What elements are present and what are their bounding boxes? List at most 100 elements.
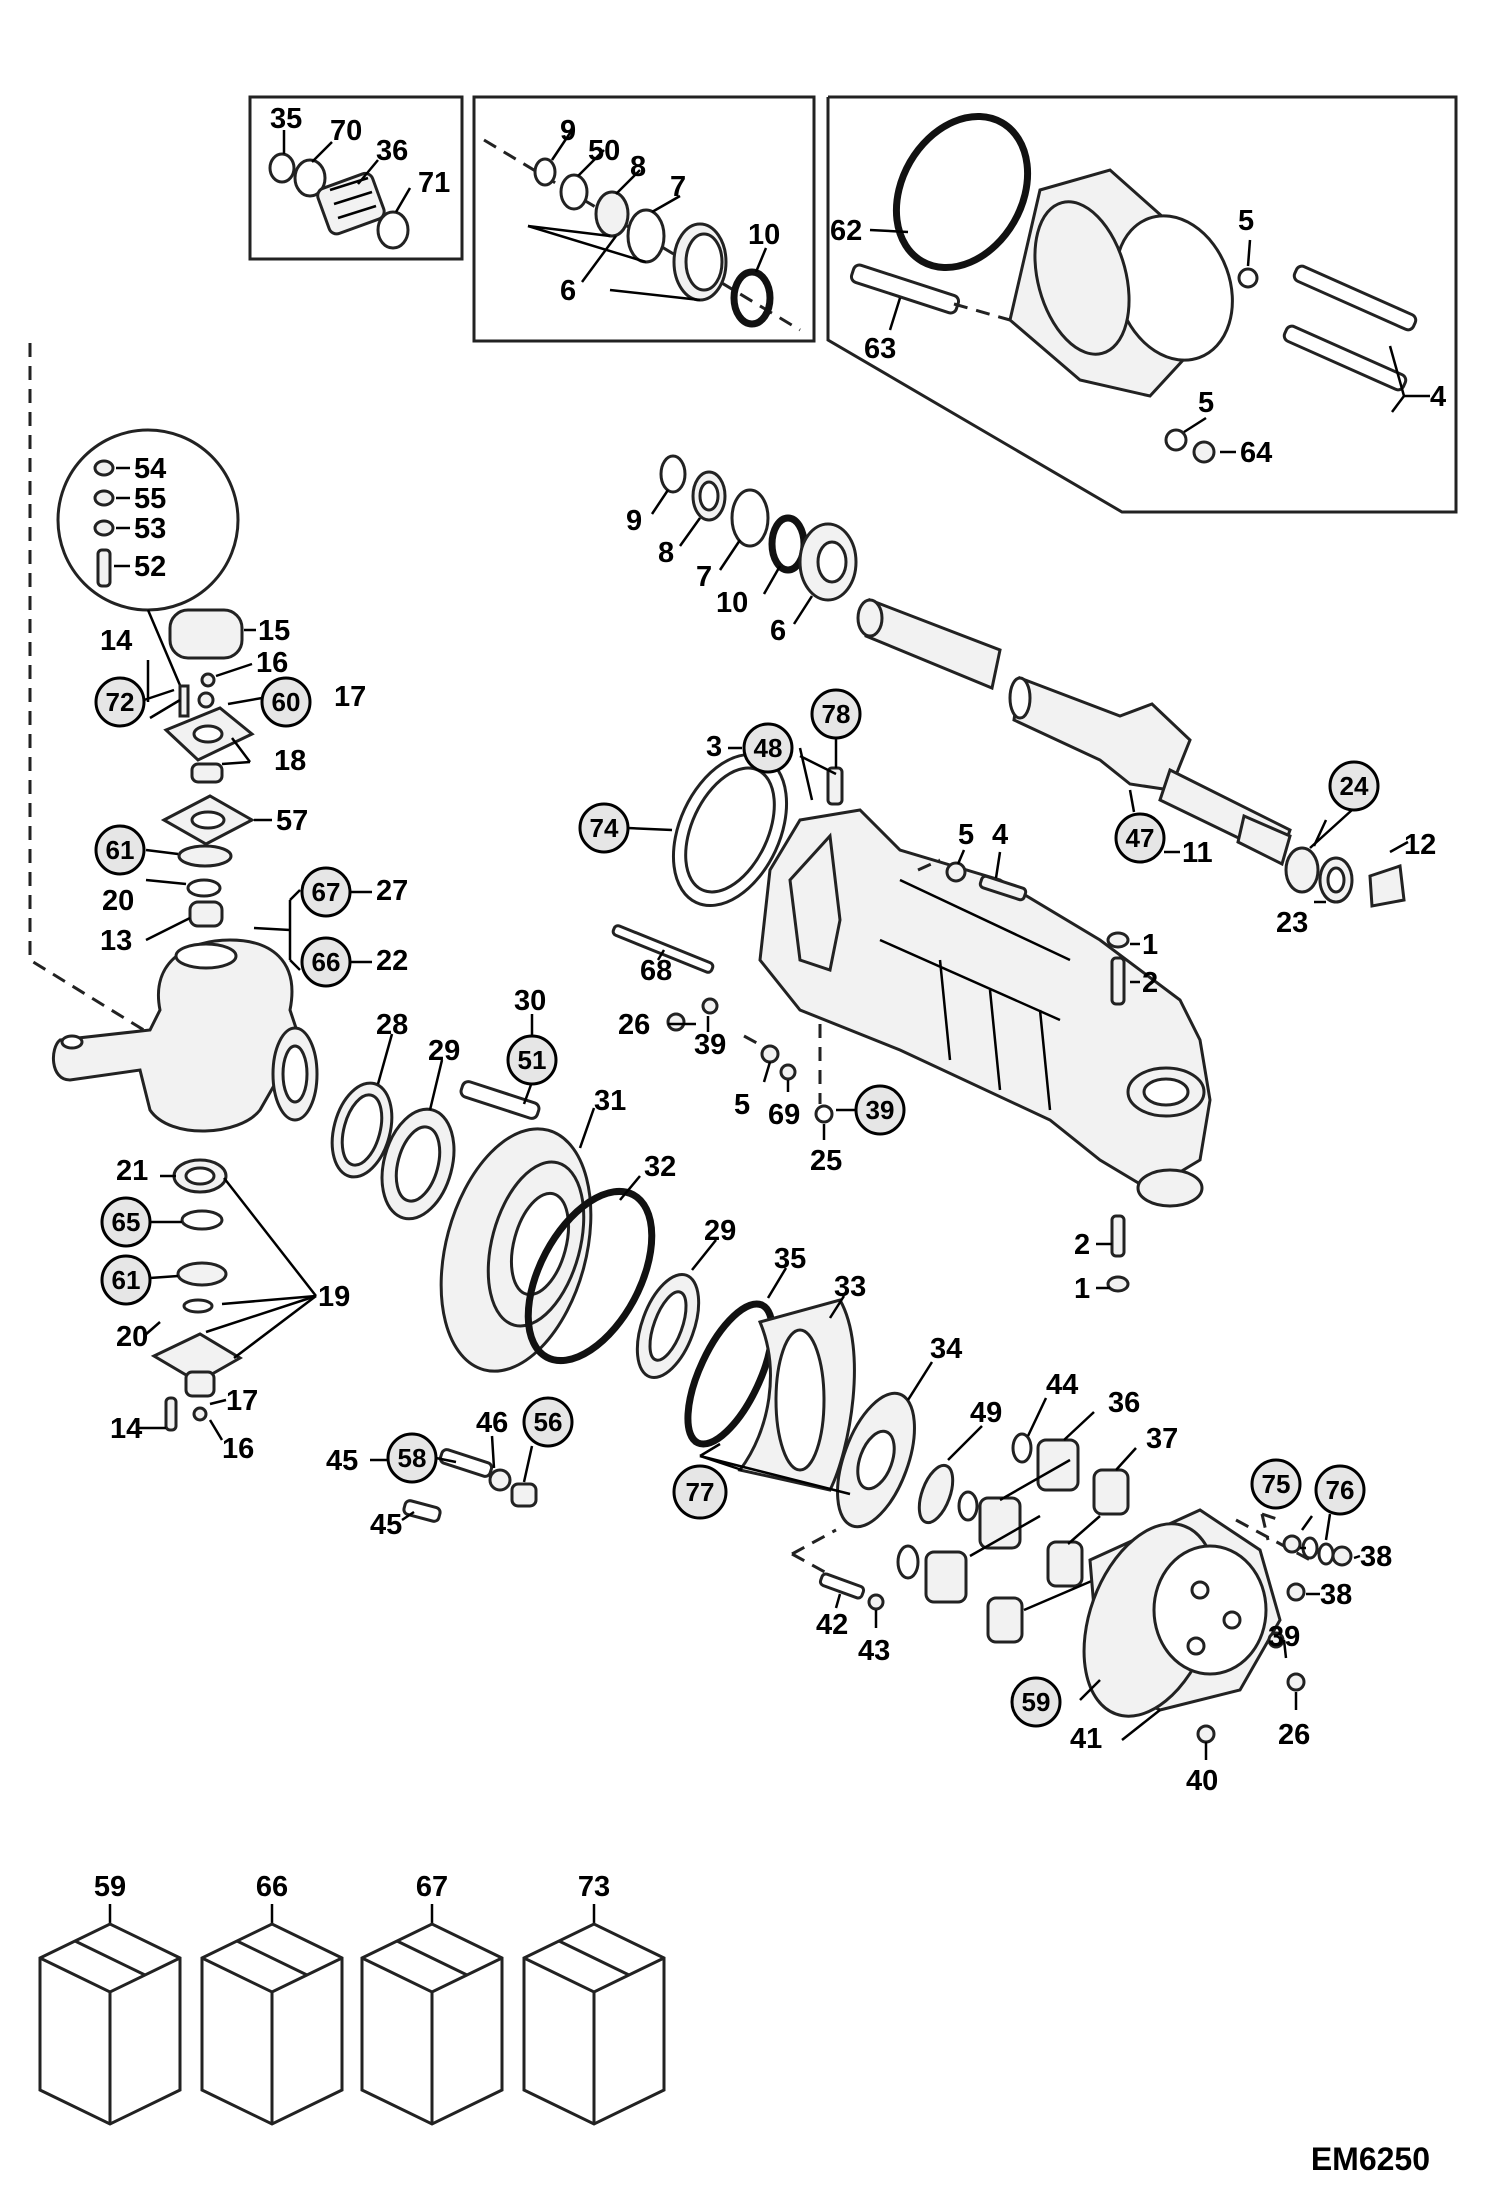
label-41: 41 xyxy=(1070,1723,1102,1755)
svg-text:65: 65 xyxy=(112,1207,141,1237)
callout-61: 61 xyxy=(94,824,179,876)
label-14: 14 xyxy=(100,625,132,657)
callout-39: 39 xyxy=(854,1084,906,1136)
label-5: 5 xyxy=(958,819,974,851)
label-27: 27 xyxy=(376,875,408,907)
label-3: 3 xyxy=(706,731,722,763)
label-57: 57 xyxy=(276,805,308,837)
label-25: 25 xyxy=(810,1145,842,1177)
svg-text:77: 77 xyxy=(686,1477,715,1507)
callout-78: 78 xyxy=(810,688,862,768)
svg-text:73: 73 xyxy=(578,1871,610,1903)
label-2: 2 xyxy=(1142,967,1158,999)
label-5b: 5 xyxy=(1198,387,1214,419)
label-4: 4 xyxy=(992,819,1008,851)
knuckle-group-outline xyxy=(28,343,161,1042)
label-9: 9 xyxy=(626,505,642,537)
callout-74: 74 xyxy=(578,802,673,854)
drive-shaft xyxy=(856,597,1409,908)
label-44: 44 xyxy=(1046,1369,1078,1401)
detail-circle: 54 55 53 52 xyxy=(56,428,240,691)
svg-text:75: 75 xyxy=(1262,1469,1291,1499)
label-26b: 26 xyxy=(1278,1719,1310,1751)
label-35: 35 xyxy=(774,1243,806,1275)
svg-text:67: 67 xyxy=(416,1871,448,1903)
label-49: 49 xyxy=(970,1397,1002,1429)
label-2b: 2 xyxy=(1074,1229,1090,1261)
kit-box-67: 67 xyxy=(360,1871,504,2126)
label-6: 6 xyxy=(770,615,786,647)
svg-text:67: 67 xyxy=(312,877,341,907)
kit-callouts: 72 60 61 67 66 48 78 74 24 47 39 51 65 6… xyxy=(94,676,1380,1728)
callout-67: 67 xyxy=(300,866,372,918)
kit-box-73: 73 xyxy=(522,1871,666,2126)
svg-text:74: 74 xyxy=(590,813,619,843)
label-13: 13 xyxy=(100,925,132,957)
label-20b: 20 xyxy=(116,1321,148,1353)
label-14b: 14 xyxy=(110,1413,142,1445)
callout-77: 77 xyxy=(672,1464,728,1520)
label-45: 45 xyxy=(326,1445,358,1477)
label-21: 21 xyxy=(116,1155,148,1187)
label-19: 19 xyxy=(318,1281,350,1313)
label-15: 15 xyxy=(258,615,290,647)
label-4: 4 xyxy=(1430,381,1446,413)
svg-text:66: 66 xyxy=(256,1871,288,1903)
label-1: 1 xyxy=(1142,929,1158,961)
label-55: 55 xyxy=(134,483,166,515)
label-29b: 29 xyxy=(704,1215,736,1247)
label-38b: 38 xyxy=(1320,1579,1352,1611)
svg-text:51: 51 xyxy=(518,1045,547,1075)
planetary-gears xyxy=(791,1397,1137,1644)
figure-code: EM6250 xyxy=(1311,2141,1430,2177)
svg-text:48: 48 xyxy=(754,733,783,763)
callout-24: 24 xyxy=(1309,760,1380,849)
svg-text:61: 61 xyxy=(106,835,135,865)
label-28: 28 xyxy=(376,1009,408,1041)
label-1b: 1 xyxy=(1074,1273,1090,1305)
label-9: 9 xyxy=(560,115,576,147)
label-62: 62 xyxy=(830,215,862,247)
label-22: 22 xyxy=(376,945,408,977)
label-50: 50 xyxy=(588,135,620,167)
svg-text:58: 58 xyxy=(398,1443,427,1473)
part-labels: 9 8 7 10 6 14 15 16 17 18 57 20 13 27 22… xyxy=(100,505,1436,1797)
inset-top-middle: 9 50 8 7 10 6 xyxy=(472,95,816,343)
label-37: 37 xyxy=(1146,1423,1178,1455)
callout-61b: 61 xyxy=(100,1254,179,1306)
label-12: 12 xyxy=(1404,829,1436,861)
callout-65: 65 xyxy=(100,1196,182,1248)
kingpin-top-parts xyxy=(145,608,272,942)
callout-56: 56 xyxy=(522,1396,574,1448)
label-29: 29 xyxy=(428,1035,460,1067)
svg-text:78: 78 xyxy=(822,699,851,729)
svg-text:59: 59 xyxy=(1022,1687,1051,1717)
inset-top-left: 35 70 36 71 xyxy=(248,95,464,261)
callout-66: 66 xyxy=(300,936,372,988)
label-52: 52 xyxy=(134,551,166,583)
label-69: 69 xyxy=(768,1099,800,1131)
inset-top-right: 62 5 63 4 5 64 xyxy=(826,95,1458,514)
label-39b: 39 xyxy=(1268,1621,1300,1653)
label-45b: 45 xyxy=(370,1509,402,1541)
kit-box-66: 66 xyxy=(200,1871,344,2126)
label-11: 11 xyxy=(1182,837,1213,869)
svg-text:47: 47 xyxy=(1126,823,1155,853)
planet-carrier xyxy=(1079,1508,1361,1760)
callout-75: 75 xyxy=(1250,1458,1302,1510)
label-36: 36 xyxy=(376,135,408,167)
label-16: 16 xyxy=(256,647,288,679)
callout-58: 58 xyxy=(386,1432,457,1484)
label-70: 70 xyxy=(330,115,362,147)
label-7: 7 xyxy=(696,561,712,593)
callout-47: 47 xyxy=(1114,812,1166,864)
callout-51: 51 xyxy=(506,1034,558,1086)
svg-text:72: 72 xyxy=(106,687,135,717)
callout-76: 76 xyxy=(1314,1464,1366,1541)
label-10: 10 xyxy=(716,587,748,619)
callout-60: 60 xyxy=(260,676,312,728)
label-53: 53 xyxy=(134,513,166,545)
label-33: 33 xyxy=(834,1271,866,1303)
svg-text:61: 61 xyxy=(112,1265,141,1295)
